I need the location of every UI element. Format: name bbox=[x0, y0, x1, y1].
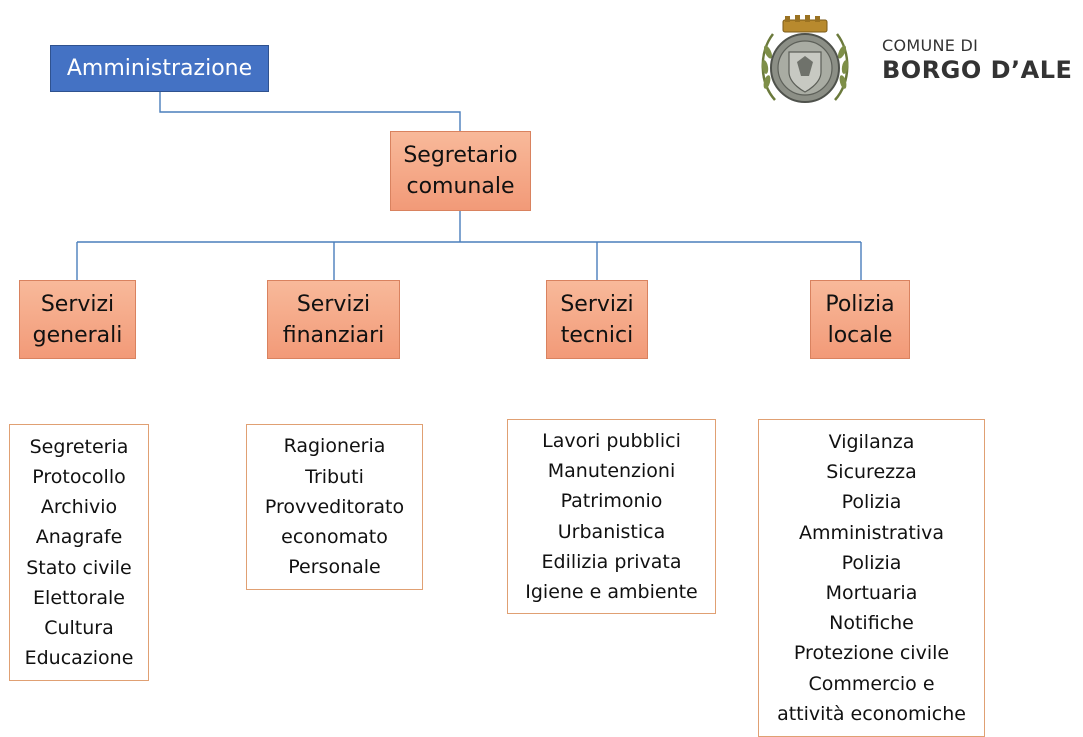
list-item: Sicurezza bbox=[826, 461, 917, 484]
dept-servizi-finanziari-box: Servizi finanziari bbox=[267, 280, 400, 359]
list-item: Edilizia privata bbox=[541, 550, 682, 573]
list-item: attività economiche bbox=[777, 702, 966, 725]
list-item: Urbanistica bbox=[557, 520, 666, 543]
admin-to-segretario-connector bbox=[159, 92, 461, 131]
dept-title-line1: Servizi bbox=[296, 291, 371, 317]
dept-title-line1: Servizi bbox=[40, 291, 115, 317]
list-item: Amministrativa bbox=[798, 521, 945, 544]
list-item: Archivio bbox=[40, 496, 118, 519]
list-item: Commercio e bbox=[808, 672, 935, 695]
list-item: Patrimonio bbox=[560, 490, 663, 513]
list-item: Notifiche bbox=[829, 612, 914, 635]
list-item: Vigilanza bbox=[828, 430, 915, 453]
list-item: Personale bbox=[288, 556, 381, 579]
list-item: Segreteria bbox=[29, 435, 129, 458]
servizi-generali-list: Segreteria Protocollo Archivio Anagrafe … bbox=[9, 424, 149, 681]
list-item: Anagrafe bbox=[35, 526, 123, 549]
list-item: Stato civile bbox=[26, 556, 132, 579]
list-item: Elettorale bbox=[33, 586, 125, 609]
list-item: Protezione civile bbox=[793, 642, 950, 665]
list-item: Educazione bbox=[24, 647, 134, 670]
logo-comune-di: COMUNE DI bbox=[882, 36, 979, 55]
segretario-label-line1: Segretario bbox=[403, 143, 518, 168]
list-item: Provveditorato bbox=[264, 495, 405, 518]
coat-of-arms-icon bbox=[761, 15, 849, 103]
dept-title-line2: generali bbox=[32, 322, 123, 348]
amministrazione-box: Amministrazione bbox=[50, 45, 269, 92]
list-item: Mortuaria bbox=[825, 582, 918, 604]
servizi-tecnici-list: Lavori pubblici Manutenzioni Patrimonio … bbox=[507, 419, 716, 614]
dept-title-line2: tecnici bbox=[560, 322, 634, 348]
list-item: Polizia bbox=[841, 491, 902, 514]
logo-text: COMUNE DI BORGO D’ALE bbox=[882, 36, 1072, 84]
list-item: Ragioneria bbox=[283, 435, 386, 458]
dept-title-line2: locale bbox=[827, 322, 893, 348]
dept-title-line1: Servizi bbox=[560, 291, 634, 317]
amministrazione-label: Amministrazione bbox=[66, 56, 253, 81]
list-item: Manutenzioni bbox=[547, 460, 676, 483]
list-item: Polizia bbox=[841, 551, 902, 574]
segretario-label-line2: comunale bbox=[406, 174, 515, 199]
logo-borgo-dale: BORGO D’ALE bbox=[882, 56, 1073, 84]
list-item: Protocollo bbox=[32, 465, 126, 488]
servizi-finanziari-list: Ragioneria Tributi Provveditorato econom… bbox=[246, 424, 423, 590]
list-item: Tributi bbox=[305, 465, 364, 488]
list-item: economato bbox=[281, 526, 388, 549]
list-item: Cultura bbox=[44, 616, 114, 639]
dept-servizi-generali-box: Servizi generali bbox=[19, 280, 136, 359]
dept-title-line2: finanziari bbox=[282, 322, 385, 348]
dept-title-line1: Polizia bbox=[825, 291, 895, 317]
polizia-locale-list: Vigilanza Sicurezza Polizia Amministrati… bbox=[758, 419, 985, 737]
dept-servizi-tecnici-box: Servizi tecnici bbox=[546, 280, 648, 359]
dept-polizia-locale-box: Polizia locale bbox=[810, 280, 910, 359]
segretario-comunale-box: Segretario comunale bbox=[390, 131, 531, 211]
list-item: Igiene e ambiente bbox=[525, 580, 698, 603]
list-item: Lavori pubblici bbox=[542, 429, 681, 452]
